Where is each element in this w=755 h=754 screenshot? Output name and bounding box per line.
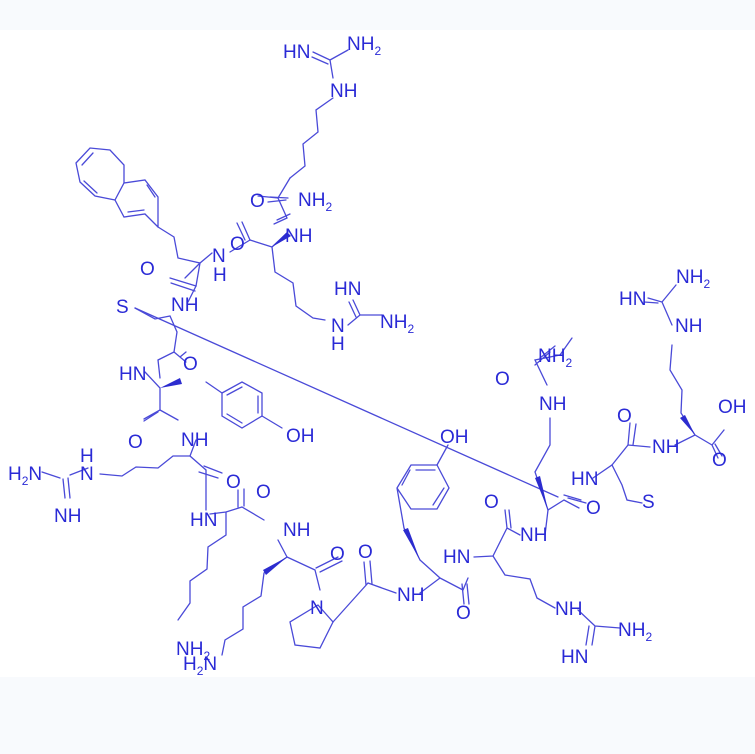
label-o: O: [128, 432, 143, 453]
label-hn: HN: [190, 510, 217, 531]
label-hn: HN: [119, 364, 146, 385]
label-h: H: [331, 334, 345, 355]
label-alpha-nh2: NH2: [298, 190, 332, 214]
label-o: O: [456, 603, 471, 624]
label-hn: HN: [561, 647, 588, 668]
label-hn: HN: [283, 42, 310, 63]
label-o: O: [617, 406, 632, 427]
label-hn: HN: [619, 289, 646, 310]
label-o: O: [330, 544, 345, 565]
label-nh: NH: [330, 81, 357, 102]
label-nh: NH: [54, 506, 81, 527]
label-h: H: [213, 265, 227, 286]
label-nh: NH: [675, 316, 702, 337]
label-nh2: NH2: [676, 267, 710, 291]
label-o: O: [183, 354, 198, 375]
label-n: N: [80, 464, 94, 485]
label-hn: HN: [334, 279, 361, 300]
label-o: O: [226, 472, 241, 493]
label-s: S: [642, 492, 655, 513]
label-h2n: H2N: [8, 464, 42, 488]
label-o: O: [256, 482, 271, 503]
label-o: O: [712, 450, 727, 471]
label-nh: NH: [555, 599, 582, 620]
label-o: O: [250, 191, 265, 212]
label-n: N: [310, 598, 324, 619]
label-n: N: [212, 246, 226, 267]
label-nh: NH: [520, 525, 547, 546]
label-nh2: NH2: [176, 639, 210, 663]
label-nh: NH: [283, 520, 310, 541]
diagram-panel: [0, 30, 755, 677]
label-o: O: [586, 498, 601, 519]
label-oh: OH: [286, 426, 315, 447]
label-o: O: [358, 542, 373, 563]
label-o: O: [230, 234, 245, 255]
label-o: O: [140, 259, 155, 280]
label-nh: NH: [652, 437, 679, 458]
label-h: H: [80, 446, 94, 467]
label-nh2: NH2: [380, 312, 414, 336]
label-nh: NH: [539, 394, 566, 415]
label-h2n: H2N: [183, 654, 217, 678]
label-s: S: [116, 297, 129, 318]
label-oh: OH: [440, 427, 469, 448]
label-nh: NH: [397, 585, 424, 606]
stereo-wedges: [160, 232, 695, 575]
label-n: N: [331, 316, 345, 337]
label-nh2: NH2: [347, 34, 381, 58]
label-nh: NH: [181, 430, 208, 451]
label-hn: HN: [571, 469, 598, 490]
label-o: O: [495, 369, 510, 390]
label-o: O: [484, 492, 499, 513]
label-nh2: NH2: [618, 620, 652, 644]
label-nh2: NH2: [538, 346, 572, 370]
label-nh: NH: [285, 226, 312, 247]
label-hn: HN: [443, 547, 470, 568]
atom-labels: HN NH2 NH NH2 O NH HN NH2 N H O N H O S …: [8, 34, 747, 678]
bonds: [41, 49, 725, 656]
label-nh: NH: [171, 295, 198, 316]
label-oh: OH: [718, 397, 747, 418]
